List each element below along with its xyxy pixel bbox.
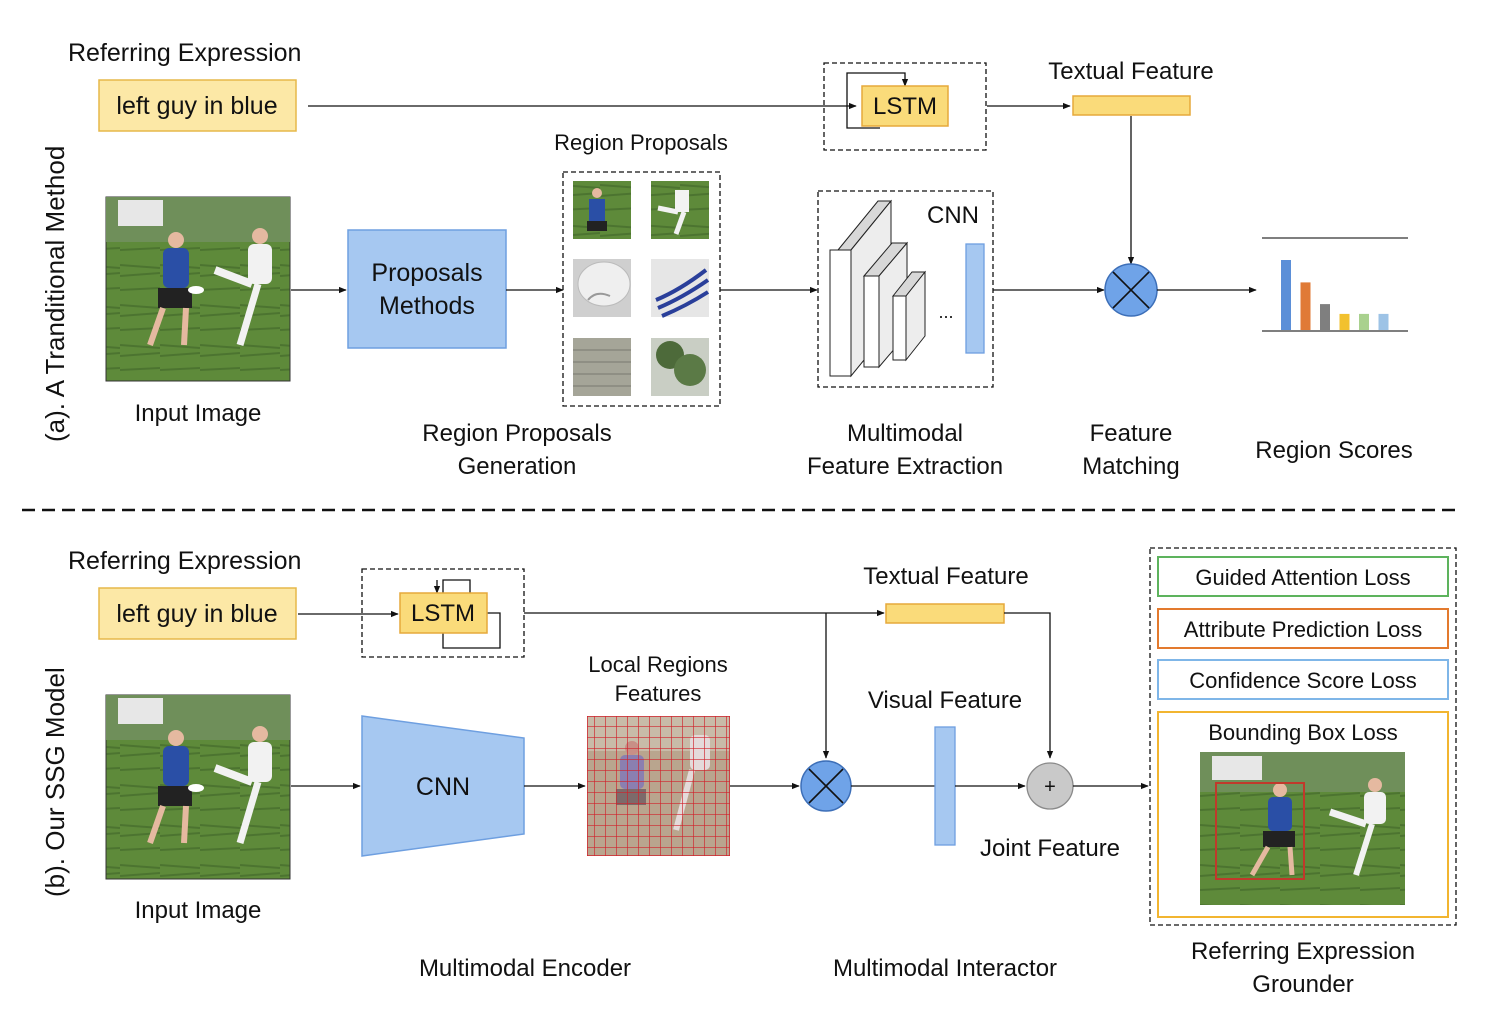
region-score-bar bbox=[1300, 282, 1311, 330]
visual-feature-label: Visual Feature bbox=[868, 687, 1022, 714]
input-image-label-a: Input Image bbox=[135, 400, 262, 427]
joint-plus-node: + bbox=[1026, 762, 1074, 810]
region-proposals-group bbox=[562, 171, 721, 407]
loss-attribute-label: Attribute Prediction Loss bbox=[1184, 617, 1422, 642]
cnn-label-a: CNN bbox=[927, 202, 979, 229]
interactor-multiply-b bbox=[800, 760, 852, 812]
region-scores-chart bbox=[1262, 237, 1408, 332]
lstm-box-a bbox=[861, 85, 949, 127]
stage-fm-line1: Feature bbox=[1090, 420, 1173, 447]
region-score-bar bbox=[1378, 313, 1389, 330]
side-label-a: (a). A Tranditional Method bbox=[40, 146, 70, 442]
region-score-bar bbox=[1281, 260, 1291, 330]
arrow-textual-to-plus-b bbox=[1004, 612, 1054, 759]
ref-expr-title-b: Referring Expression bbox=[68, 547, 301, 575]
loss-bbox-label: Bounding Box Loss bbox=[1208, 720, 1398, 745]
lstm-label-a: LSTM bbox=[873, 93, 937, 120]
region-proposal-6 bbox=[651, 338, 709, 396]
local-regions-line1: Local Regions bbox=[588, 652, 727, 677]
interactor-label: Multimodal Interactor bbox=[833, 955, 1057, 982]
plus-sign: + bbox=[1044, 776, 1056, 798]
stage-mfe-line2: Feature Extraction bbox=[807, 453, 1003, 480]
cnn-feature-vector-a bbox=[965, 243, 985, 354]
cnn-label-b: CNN bbox=[416, 773, 470, 801]
region-proposal-3 bbox=[573, 259, 631, 317]
region-score-bar bbox=[1320, 304, 1330, 330]
local-regions-line2: Features bbox=[615, 681, 702, 706]
grounder-label-line2: Grounder bbox=[1252, 971, 1353, 998]
proposals-methods-box bbox=[347, 229, 507, 349]
stage-rs-label: Region Scores bbox=[1255, 437, 1412, 464]
lstm-loop-a bbox=[846, 72, 909, 129]
input-image-label-b: Input Image bbox=[135, 897, 262, 924]
textual-feature-label-b: Textual Feature bbox=[863, 563, 1028, 590]
visual-feature-bar bbox=[934, 726, 956, 846]
side-label-b: (b). Our SSG Model bbox=[40, 667, 70, 897]
loss-guided-box bbox=[1157, 556, 1449, 597]
region-proposal-5 bbox=[573, 338, 631, 396]
textual-feature-bar-a bbox=[1072, 95, 1191, 116]
input-image-b bbox=[105, 694, 291, 880]
encoder-label: Multimodal Encoder bbox=[419, 955, 631, 982]
stage-mfe-line1: Multimodal bbox=[847, 420, 963, 447]
lstm-group-b bbox=[361, 568, 525, 658]
proposals-methods-line1: Proposals bbox=[371, 259, 482, 287]
proposals-methods-line2: Methods bbox=[379, 292, 475, 320]
ref-expr-text-a: left guy in blue bbox=[116, 92, 277, 120]
ref-expr-title-a: Referring Expression bbox=[68, 39, 301, 67]
region-score-bar bbox=[1359, 313, 1369, 330]
joint-feature-label: Joint Feature bbox=[980, 835, 1120, 862]
grounder-group bbox=[1149, 547, 1457, 926]
region-proposal-4 bbox=[651, 259, 710, 318]
ref-expr-box-a bbox=[98, 79, 297, 132]
stage-fm-line2: Matching bbox=[1082, 453, 1179, 480]
region-proposal-2 bbox=[651, 181, 709, 239]
loss-guided-label: Guided Attention Loss bbox=[1195, 565, 1410, 590]
region-proposal-1 bbox=[573, 181, 631, 239]
loss-attribute-box bbox=[1157, 608, 1449, 649]
region-proposals-title: Region Proposals bbox=[554, 130, 728, 155]
grounded-image bbox=[1200, 752, 1405, 905]
stage-rpg-line1: Region Proposals bbox=[422, 420, 611, 447]
cnn-layer-3 bbox=[891, 270, 927, 362]
lstm-label-b: LSTM bbox=[411, 600, 475, 627]
lstm-box-b bbox=[399, 592, 488, 634]
loss-confidence-label: Confidence Score Loss bbox=[1189, 668, 1416, 693]
cnn-ellipsis-a: ... bbox=[938, 302, 953, 322]
input-image-a bbox=[105, 196, 291, 382]
lstm-group-a bbox=[823, 62, 987, 151]
loss-confidence-box bbox=[1157, 659, 1449, 700]
stage-rpg-line2: Generation bbox=[458, 453, 577, 480]
ref-expr-box-b bbox=[98, 587, 297, 640]
ref-expr-text-b: left guy in blue bbox=[116, 600, 277, 628]
feature-matching-multiply bbox=[1104, 263, 1158, 317]
local-regions-grid bbox=[587, 716, 730, 856]
textual-feature-label-a: Textual Feature bbox=[1048, 58, 1213, 85]
textual-feature-bar-b bbox=[885, 603, 1005, 624]
cnn-trapezoid-b bbox=[361, 715, 525, 857]
grounder-label-line1: Referring Expression bbox=[1191, 938, 1415, 965]
region-score-bar bbox=[1339, 313, 1350, 330]
cnn-group-a bbox=[817, 190, 994, 388]
lstm-loop-b bbox=[442, 579, 501, 649]
predicted-bbox bbox=[1215, 782, 1305, 880]
